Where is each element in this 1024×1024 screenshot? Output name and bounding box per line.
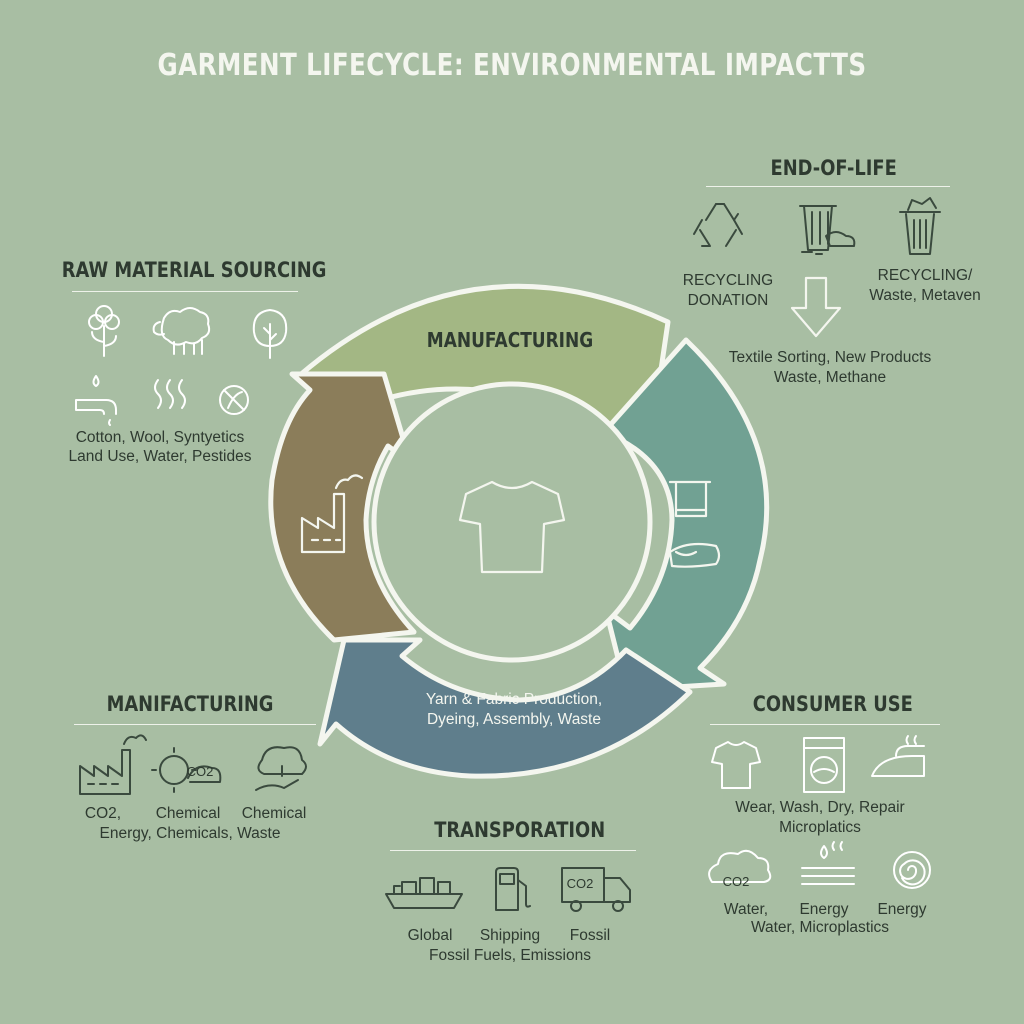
consumer-icons: [708, 735, 931, 889]
transport-label-c: Fossil: [569, 927, 611, 944]
transport-heading: TRANSPORATION: [434, 818, 606, 842]
consumer-rule: [710, 724, 940, 725]
transport-label-b: Shipping: [479, 927, 541, 944]
consumer-line-4: Water, Microplastics: [750, 919, 890, 936]
no-pesticide-icon: [219, 385, 249, 415]
steam-icon: [154, 379, 186, 409]
towel-icon: [668, 480, 712, 518]
folded-clothes-icon: [668, 542, 721, 568]
raw-material-icons: [75, 305, 288, 426]
recycle-icon: [693, 203, 743, 247]
cargo-ship-icon: [385, 877, 463, 909]
down-arrow-icon: [790, 276, 842, 338]
end-of-life-label-right-2: Waste, Metaven: [869, 287, 981, 304]
ring-segment-left: [268, 371, 417, 643]
raw-material-rule: [72, 291, 298, 292]
hand-plug-icon: [255, 746, 307, 791]
ring-segment-bottom: [317, 637, 693, 779]
manufacturing-co2-badge: CO2: [186, 764, 214, 779]
end-of-life-rule: [706, 186, 950, 187]
transport-icons: [385, 867, 631, 912]
consumer-line-1: Wear, Wash, Dry, Repair: [735, 799, 905, 816]
manufacturing-line-2: Energy, Chemicals, Waste: [99, 825, 281, 842]
consumer-heading: CONSUMER USE: [752, 692, 913, 716]
transport-label-a: Global: [407, 927, 453, 944]
end-of-life-line-2: Waste, Methane: [773, 369, 887, 386]
raw-material-line-2: Land Use, Water, Pestides: [68, 448, 252, 465]
fuel-pump-icon: [495, 867, 531, 911]
truck-icon: [561, 867, 631, 912]
wastebasket-icon: [899, 197, 941, 255]
tshirt-icon: [711, 741, 761, 789]
raw-material-line-1: Cotton, Wool, Syntyetics: [75, 429, 245, 446]
cycle-top-label: MANUFACTURING: [426, 328, 594, 352]
manufacturing-label-b: Chemical: [155, 805, 221, 822]
end-of-life-label-right-1: RECYCLING/: [877, 267, 973, 284]
gear-co2-icon: [151, 747, 222, 793]
water-tap-icon: [75, 375, 117, 426]
tree-icon: [252, 309, 288, 359]
iron-icon: [871, 735, 925, 777]
cycle-bottom-text-2: Dyeing, Assembly, Waste: [426, 711, 601, 728]
end-of-life-icons: [693, 197, 941, 338]
factory-icon: [79, 734, 147, 795]
consumer-label-b: Energy: [799, 901, 849, 918]
raw-material-heading: RAW MATERIAL SOURCING: [61, 258, 327, 282]
ring-center: [371, 381, 653, 663]
page-title: GARMENT LIFECYCLE: ENVIRONMENTAL IMPACTT…: [157, 48, 867, 83]
consumer-label-a: Water,: [723, 901, 769, 918]
manufacturing-label-c: Chemical: [241, 805, 307, 822]
transport-line-2: Fossil Fuels, Emissions: [429, 947, 591, 964]
transport-rule: [390, 850, 636, 851]
factory-icon: [300, 474, 364, 554]
drop-heat-icon: [801, 841, 855, 885]
cotton-plant-icon: [88, 305, 120, 357]
consumer-line-2: Microplatics: [779, 819, 861, 836]
cycle-bottom-text-1: Yarn & Fabric Production,: [425, 691, 603, 708]
washing-machine-icon: [803, 737, 845, 793]
consumer-label-c: Energy: [877, 901, 927, 918]
manufacturing-icons: [79, 734, 307, 795]
end-of-life-label-left-2: DONATION: [687, 292, 769, 309]
consumer-co2-text: CO2: [722, 874, 750, 889]
manufacturing-label-a: CO2,: [84, 805, 122, 822]
trash-bin-icon: [799, 205, 856, 255]
truck-co2-text: CO2: [566, 876, 594, 891]
spiral-icon: [893, 851, 931, 889]
sheep-icon: [152, 307, 211, 355]
end-of-life-line-1: Textile Sorting, New Products: [728, 349, 932, 366]
center-tshirt-icon: [458, 480, 566, 574]
end-of-life-label-left-1: RECYCLING: [682, 272, 774, 289]
end-of-life-heading: END-OF-LIFE: [770, 156, 897, 180]
manufacturing-rule: [74, 724, 316, 725]
manufacturing-heading: MANIFACTURING: [106, 692, 274, 716]
co2-cloud-icon: [708, 849, 772, 883]
